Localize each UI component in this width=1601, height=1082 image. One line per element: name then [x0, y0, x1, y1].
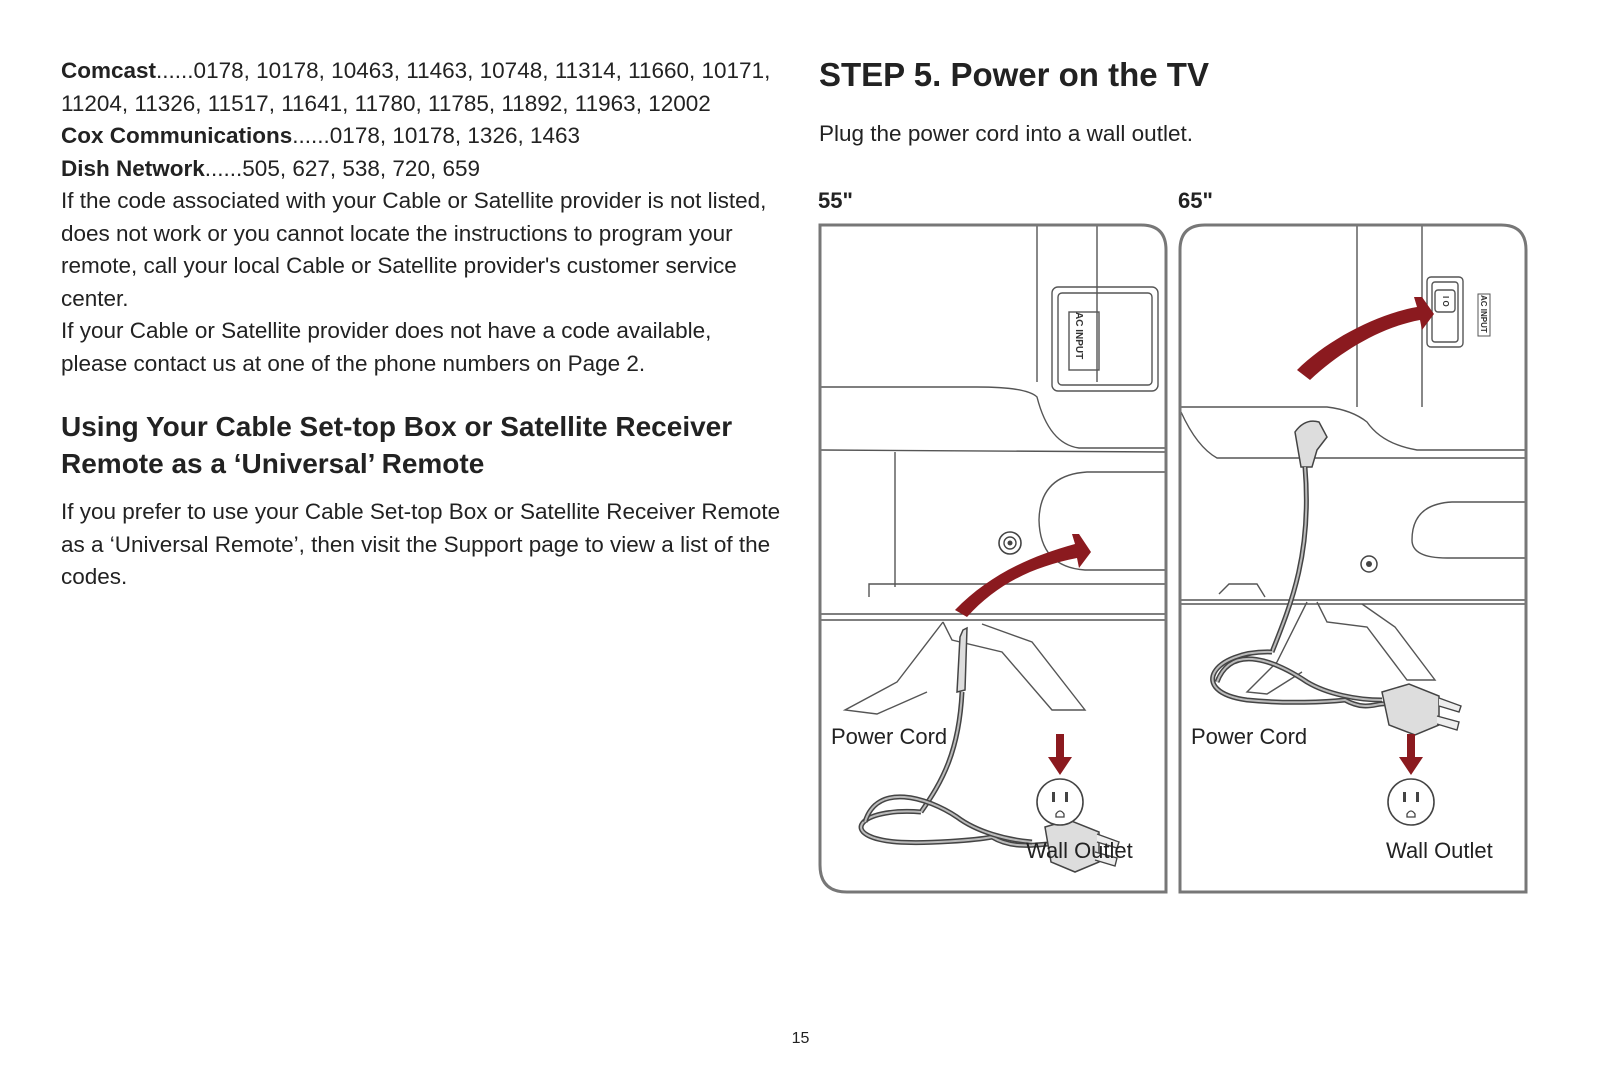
diagram-panel-55: AC INPUT Power Cord Wall Outlet [817, 222, 1169, 894]
ac-input-port-label-65: AC INPUT [1479, 295, 1488, 333]
panel-frame-65 [1178, 223, 1528, 894]
size-label-55: 55" [818, 188, 853, 213]
code-not-listed-paragraph: If the code associated with your Cable o… [61, 188, 767, 311]
provider-dish: Dish Network......505, 627, 538, 720, 65… [61, 155, 480, 181]
universal-remote-heading: Using Your Cable Set-top Box or Satellit… [61, 411, 733, 479]
svg-text:I O: I O [1441, 296, 1450, 307]
power-cord-label-55: Power Cord [831, 724, 948, 749]
arrow-down-icon-65 [1399, 734, 1423, 775]
ac-connector-55 [956, 626, 968, 693]
left-column: Comcast......0178, 10178, 10463, 11463, … [61, 55, 781, 594]
step-intro: Plug the power cord into a wall outlet. [819, 121, 1193, 146]
diagram-panel-65: I O AC INPUT Power Cord Wall Outlet [1177, 222, 1529, 894]
panel-frame-55 [818, 223, 1168, 894]
universal-remote-paragraph: If you prefer to use your Cable Set-top … [61, 499, 781, 589]
wall-outlet-label-55: Wall Outlet [1026, 838, 1133, 863]
wall-outlet-icon-65 [1387, 778, 1435, 826]
provider-comcast: Comcast......0178, 10178, 10463, 11463, … [61, 58, 771, 116]
arrow-to-port-icon-55 [955, 534, 1091, 617]
no-code-paragraph: If your Cable or Satellite provider does… [61, 318, 712, 376]
ac-input-port-label-55: AC INPUT [1073, 312, 1084, 359]
step-title: STEP 5. Power on the TV [819, 56, 1209, 93]
wall-outlet-icon-55 [1036, 778, 1084, 826]
provider-cox: Cox Communications......0178, 10178, 132… [61, 123, 581, 148]
size-label-65: 65" [1178, 188, 1213, 213]
power-plug-65 [1381, 683, 1440, 736]
screw-hole-55 [998, 531, 1022, 555]
wall-outlet-label-65: Wall Outlet [1386, 838, 1493, 863]
tv-back-illustration-65: I O AC INPUT [1178, 223, 1528, 894]
power-cord-55 [918, 691, 965, 814]
power-cord-label-65: Power Cord [1191, 724, 1308, 749]
ac-connector-65 [1294, 420, 1328, 468]
arrow-to-port-icon-65 [1297, 297, 1434, 380]
screw-hole-65 [1360, 555, 1378, 573]
arrow-down-icon-55 [1048, 734, 1072, 775]
page-number: 15 [791, 1030, 810, 1047]
tv-back-illustration-55: AC INPUT [818, 223, 1168, 894]
